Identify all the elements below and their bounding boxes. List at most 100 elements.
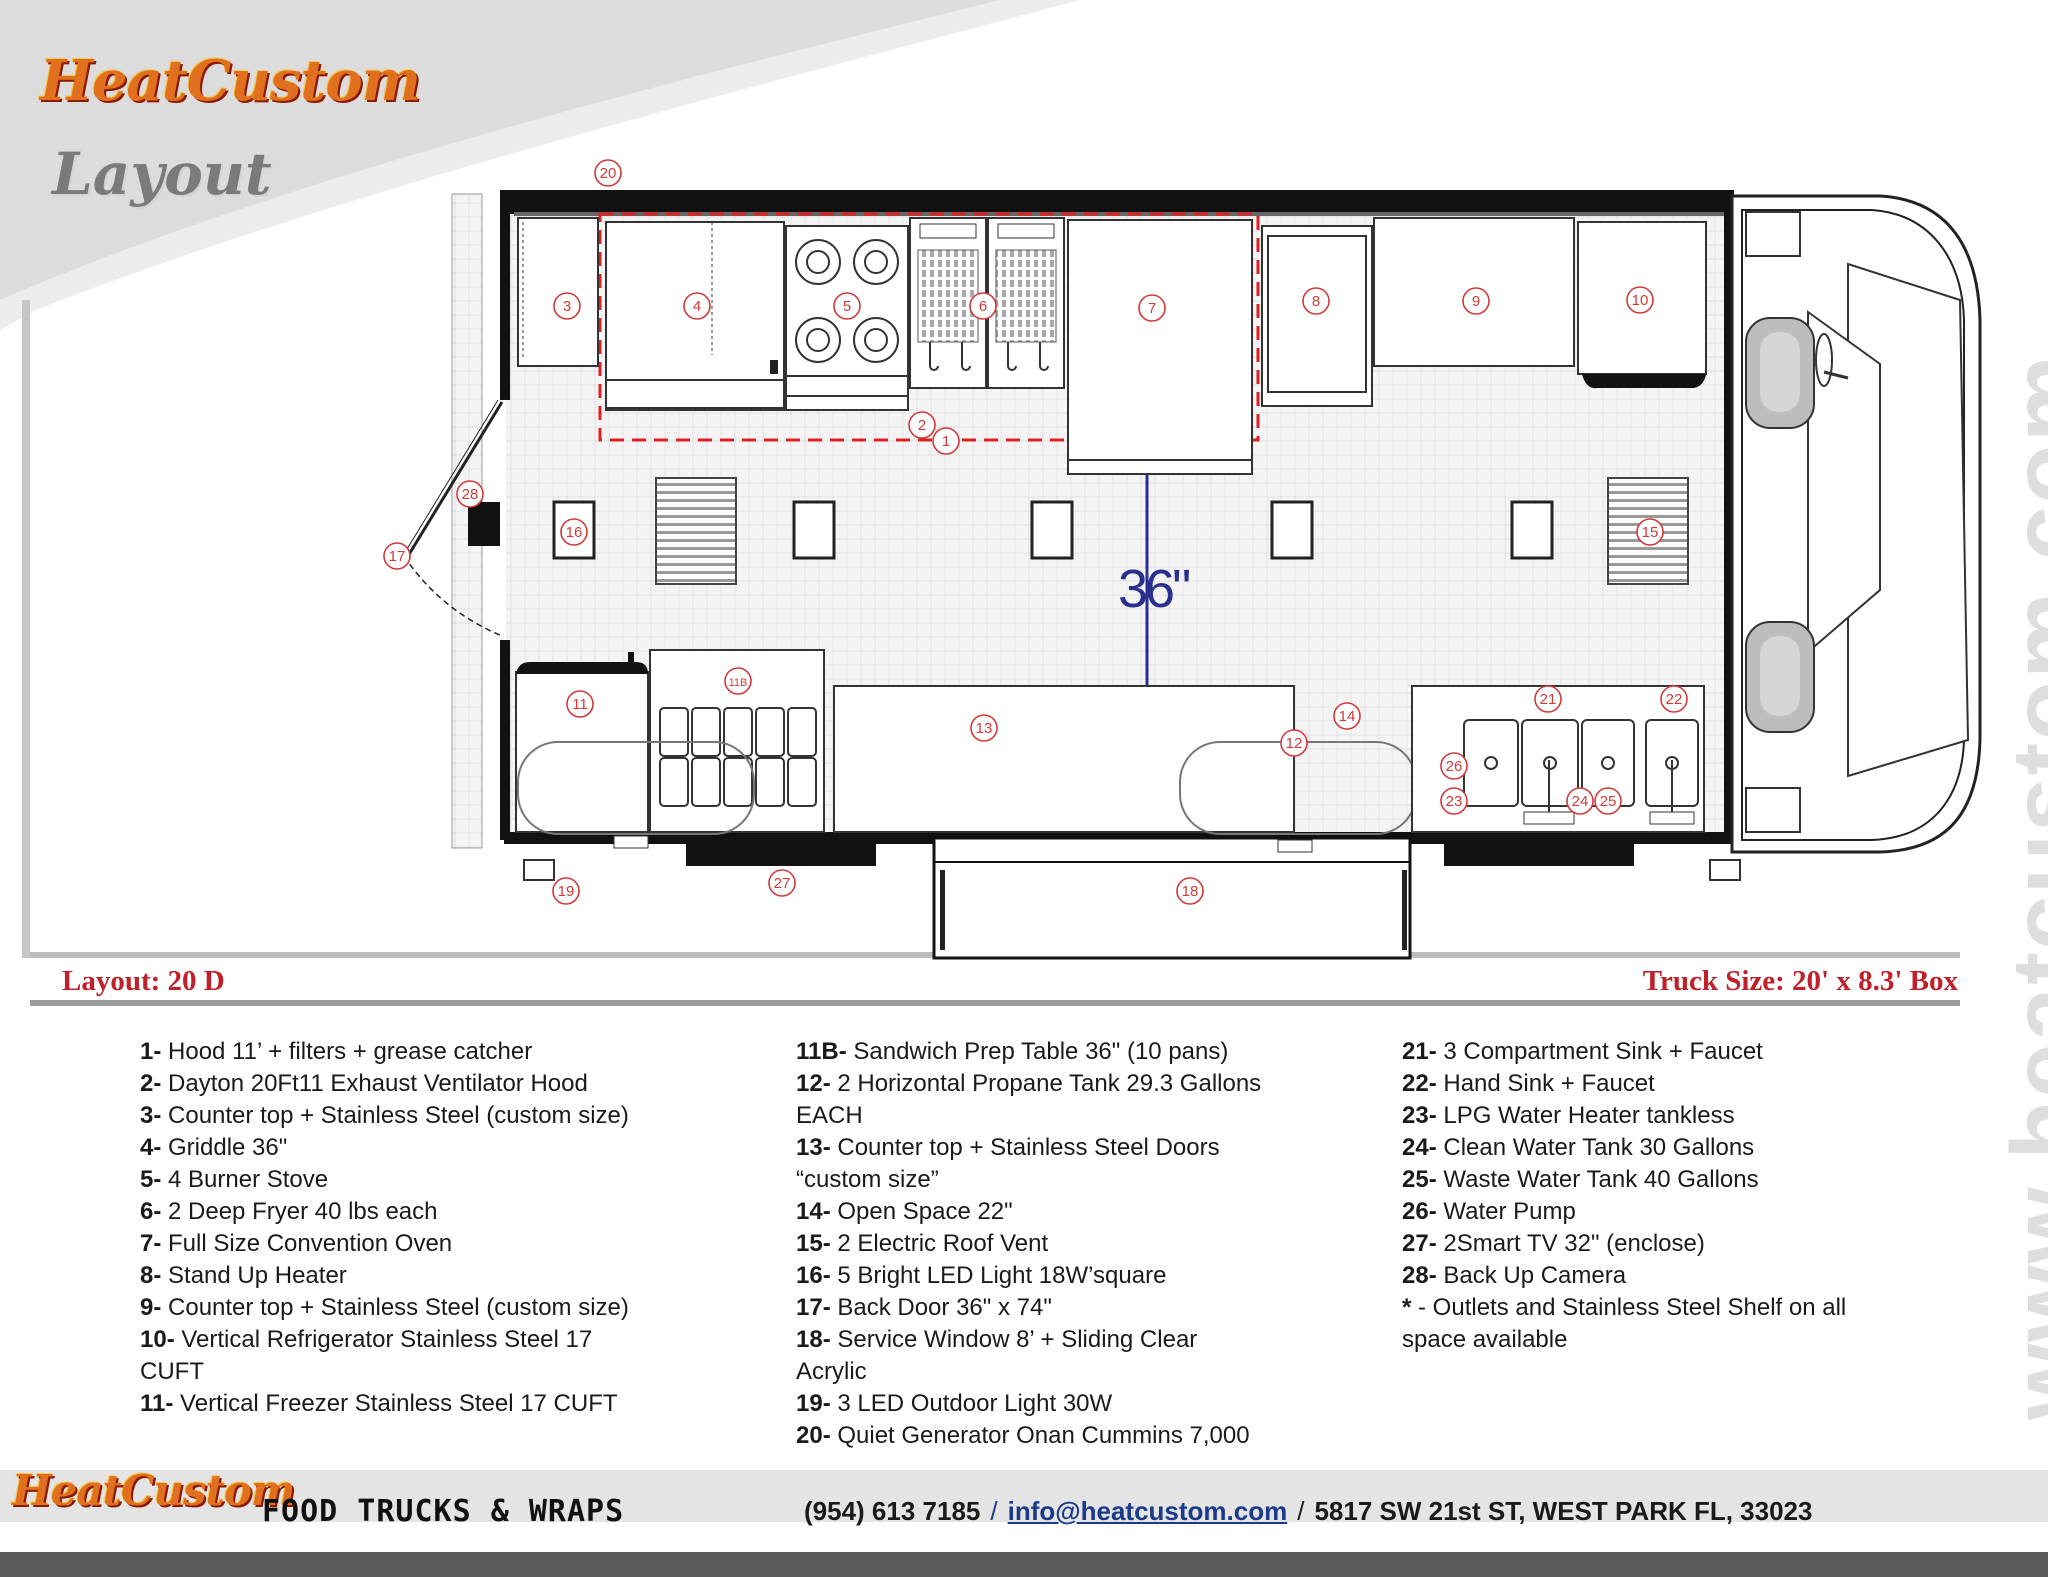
legend-item: 19- 3 LED Outdoor Light 30W bbox=[796, 1388, 1266, 1420]
callout-circle bbox=[932, 427, 960, 455]
callout-number: 18 bbox=[1182, 883, 1199, 900]
callout-1: 1 bbox=[932, 427, 960, 455]
callout-16: 16 bbox=[560, 518, 588, 546]
callout-number: 21 bbox=[1540, 691, 1557, 708]
legend-item-number: 13- bbox=[796, 1134, 831, 1161]
legend-item-number: 11- bbox=[140, 1390, 174, 1417]
callout-circle bbox=[383, 542, 411, 570]
callout-20: 20 bbox=[594, 159, 622, 187]
callout-number: 11 bbox=[572, 696, 588, 713]
legend-item-text: 2 Electric Roof Vent bbox=[830, 1230, 1049, 1257]
callout-3: 3 bbox=[553, 292, 581, 320]
legend-item-number: 1- bbox=[140, 1038, 162, 1065]
legend-item: 11- Vertical Freezer Stainless Steel 17 … bbox=[140, 1388, 640, 1420]
legend-item-number: 16- bbox=[796, 1262, 831, 1289]
callout-number: 4 bbox=[693, 298, 701, 315]
legend-item-text: Hand Sink + Faucet bbox=[1436, 1070, 1655, 1097]
callout-circle bbox=[1176, 877, 1204, 905]
legend-item: 12- 2 Horizontal Propane Tank 29.3 Gallo… bbox=[796, 1068, 1266, 1132]
callout-circle bbox=[724, 667, 752, 695]
callout-25: 25 bbox=[1594, 787, 1622, 815]
callout-number: 8 bbox=[1312, 293, 1320, 310]
callout-circle bbox=[683, 292, 711, 320]
footer-logo: HeatCustom bbox=[12, 1466, 295, 1515]
legend-item-number: 26- bbox=[1402, 1198, 1437, 1225]
legend-item: 20- Quiet Generator Onan Cummins 7,000 bbox=[796, 1420, 1266, 1452]
header-swoosh bbox=[0, 0, 1000, 300]
callout-number: 11B bbox=[729, 677, 748, 689]
callout-circle bbox=[1462, 287, 1490, 315]
callout-22: 22 bbox=[1660, 685, 1688, 713]
legend-item-number: 22- bbox=[1402, 1070, 1437, 1097]
legend-column-2: 11B- Sandwich Prep Table 36" (10 pans)12… bbox=[796, 1036, 1266, 1452]
callout-circle bbox=[833, 292, 861, 320]
legend-item-number: 4- bbox=[140, 1134, 162, 1161]
callout-5: 5 bbox=[833, 292, 861, 320]
callout-23: 23 bbox=[1440, 787, 1468, 815]
legend-item-number: 25- bbox=[1402, 1166, 1437, 1193]
legend-item-text: Back Up Camera bbox=[1436, 1262, 1627, 1289]
callout-circle bbox=[1280, 729, 1308, 757]
callout-circle bbox=[1440, 787, 1468, 815]
callout-circle bbox=[1440, 752, 1468, 780]
callout-number: 19 bbox=[558, 883, 575, 900]
brand-logo: HeatCustom bbox=[40, 48, 421, 114]
legend-item-text: Full Size Convention Oven bbox=[161, 1230, 453, 1257]
callout-circle bbox=[1534, 685, 1562, 713]
legend-item-text: Counter top + Stainless Steel (custom si… bbox=[161, 1102, 629, 1129]
callout-6: 6 bbox=[969, 292, 997, 320]
callout-28: 28 bbox=[456, 480, 484, 508]
legend-item: 10- Vertical Refrigerator Stainless Stee… bbox=[140, 1324, 640, 1388]
footer-address: 5817 SW 21st ST, WEST PARK FL, 33023 bbox=[1314, 1496, 1813, 1526]
legend-item-number: 7- bbox=[140, 1230, 162, 1257]
legend-item: 9- Counter top + Stainless Steel (custom… bbox=[140, 1292, 640, 1324]
callout-4: 4 bbox=[683, 292, 711, 320]
legend-item-text: Clean Water Tank 30 Gallons bbox=[1436, 1134, 1755, 1161]
callout-21: 21 bbox=[1534, 685, 1562, 713]
callout-circle bbox=[908, 411, 936, 439]
footer-separator: / bbox=[1297, 1496, 1305, 1526]
footer-phone[interactable]: (954) 613 7185 bbox=[804, 1496, 981, 1526]
legend-item: 26- Water Pump bbox=[1402, 1196, 1862, 1228]
callout-17: 17 bbox=[383, 542, 411, 570]
legend-item-number: 18- bbox=[796, 1326, 831, 1353]
callout-number: 7 bbox=[1148, 300, 1156, 317]
footer-email-link[interactable]: info@heatcustom.com bbox=[1007, 1496, 1288, 1526]
legend-item-number: 8- bbox=[140, 1262, 162, 1289]
callout-10: 10 bbox=[1626, 286, 1654, 314]
callout-circle bbox=[1636, 518, 1664, 546]
callout-number: 9 bbox=[1472, 293, 1480, 310]
legend-item-text: Vertical Refrigerator Stainless Steel 17… bbox=[140, 1326, 599, 1385]
legend-item: * - Outlets and Stainless Steel Shelf on… bbox=[1402, 1292, 1862, 1356]
legend-item: 17- Back Door 36" x 74" bbox=[796, 1292, 1266, 1324]
callout-circle bbox=[560, 518, 588, 546]
legend-item-text: 5 Bright LED Light 18W’square bbox=[830, 1262, 1167, 1289]
callout-number: 16 bbox=[566, 524, 583, 541]
legend-item-number: 9- bbox=[140, 1294, 162, 1321]
callout-circle bbox=[552, 877, 580, 905]
callout-number: 14 bbox=[1339, 708, 1356, 725]
legend-item-text: Dayton 20Ft11 Exhaust Ventilator Hood bbox=[161, 1070, 588, 1097]
legend-item: 6- 2 Deep Fryer 40 lbs each bbox=[140, 1196, 640, 1228]
legend-item-text: 3 LED Outdoor Light 30W bbox=[830, 1390, 1113, 1417]
callout-circle bbox=[1566, 787, 1594, 815]
legend-item-text: LPG Water Heater tankless bbox=[1436, 1102, 1735, 1129]
legend-item: 25- Waste Water Tank 40 Gallons bbox=[1402, 1164, 1862, 1196]
legend-item-text: 2 Horizontal Propane Tank 29.3 Gallons E… bbox=[796, 1070, 1268, 1129]
callout-15: 15 bbox=[1636, 518, 1664, 546]
legend-item-text: - Outlets and Stainless Steel Shelf on a… bbox=[1402, 1294, 1853, 1353]
legend-item-text: Vertical Freezer Stainless Steel 17 CUFT bbox=[173, 1390, 618, 1417]
callout-circle bbox=[594, 159, 622, 187]
callout-circle bbox=[1594, 787, 1622, 815]
legend-item-text: Sandwich Prep Table 36" (10 pans) bbox=[846, 1038, 1229, 1065]
callout-number: 5 bbox=[843, 298, 851, 315]
callout-circle bbox=[1660, 685, 1688, 713]
legend-item-number: 17- bbox=[796, 1294, 831, 1321]
legend-item-text: 4 Burner Stove bbox=[161, 1166, 329, 1193]
legend-item: 28- Back Up Camera bbox=[1402, 1260, 1862, 1292]
legend-item: 7- Full Size Convention Oven bbox=[140, 1228, 640, 1260]
legend-item: 3- Counter top + Stainless Steel (custom… bbox=[140, 1100, 640, 1132]
footer-contact: (954) 613 7185 / info@heatcustom.com / 5… bbox=[804, 1496, 1812, 1527]
callout-circle bbox=[566, 690, 594, 718]
